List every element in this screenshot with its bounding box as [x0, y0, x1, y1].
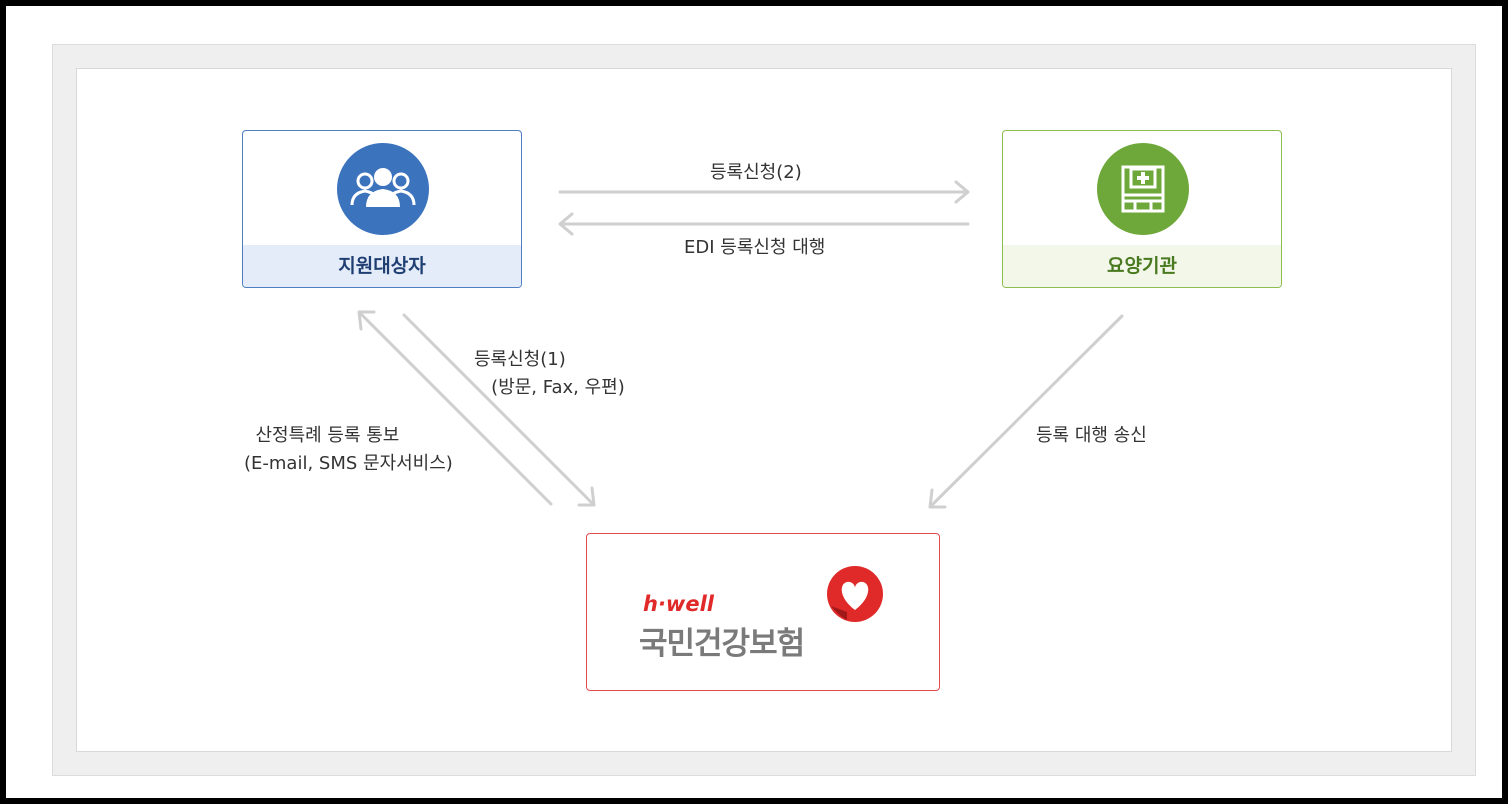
- node-support-label: 지원대상자: [243, 245, 521, 287]
- edge-label-send: 등록 대행 송신: [1036, 425, 1147, 446]
- edge-label-register-1: 등록신청(1) (방문, Fax, 우편): [474, 349, 625, 398]
- edge-label-notify: 산정특례 등록 통보 (E-mail, SMS 문자서비스): [244, 425, 453, 474]
- arrow-edi: [558, 212, 970, 236]
- node-care-institution: 요양기관: [1002, 130, 1282, 288]
- heart-logo-icon: [825, 566, 889, 630]
- node-care-label: 요양기관: [1003, 245, 1281, 287]
- arrow-register-2: [558, 180, 970, 204]
- node-nhis: h·well 국민건강보험: [586, 533, 940, 691]
- edge-label-edi: EDI 등록신청 대행: [684, 237, 826, 258]
- frame: 지원대상자 요양기관 h·well 국민건강보험: [6, 6, 1502, 798]
- arrow-notify: [357, 310, 553, 506]
- hospital-building-icon: [1097, 143, 1189, 235]
- brand-name: 국민건강보험: [639, 626, 805, 662]
- arrow-send: [928, 314, 1124, 509]
- brand-hwell: h·well: [643, 592, 714, 616]
- people-group-icon: [337, 143, 429, 235]
- edge-label-register-2: 등록신청(2): [710, 162, 802, 183]
- node-support-recipient: 지원대상자: [242, 130, 522, 288]
- arrows-layer: [357, 180, 1124, 509]
- arrow-register-1: [402, 313, 596, 507]
